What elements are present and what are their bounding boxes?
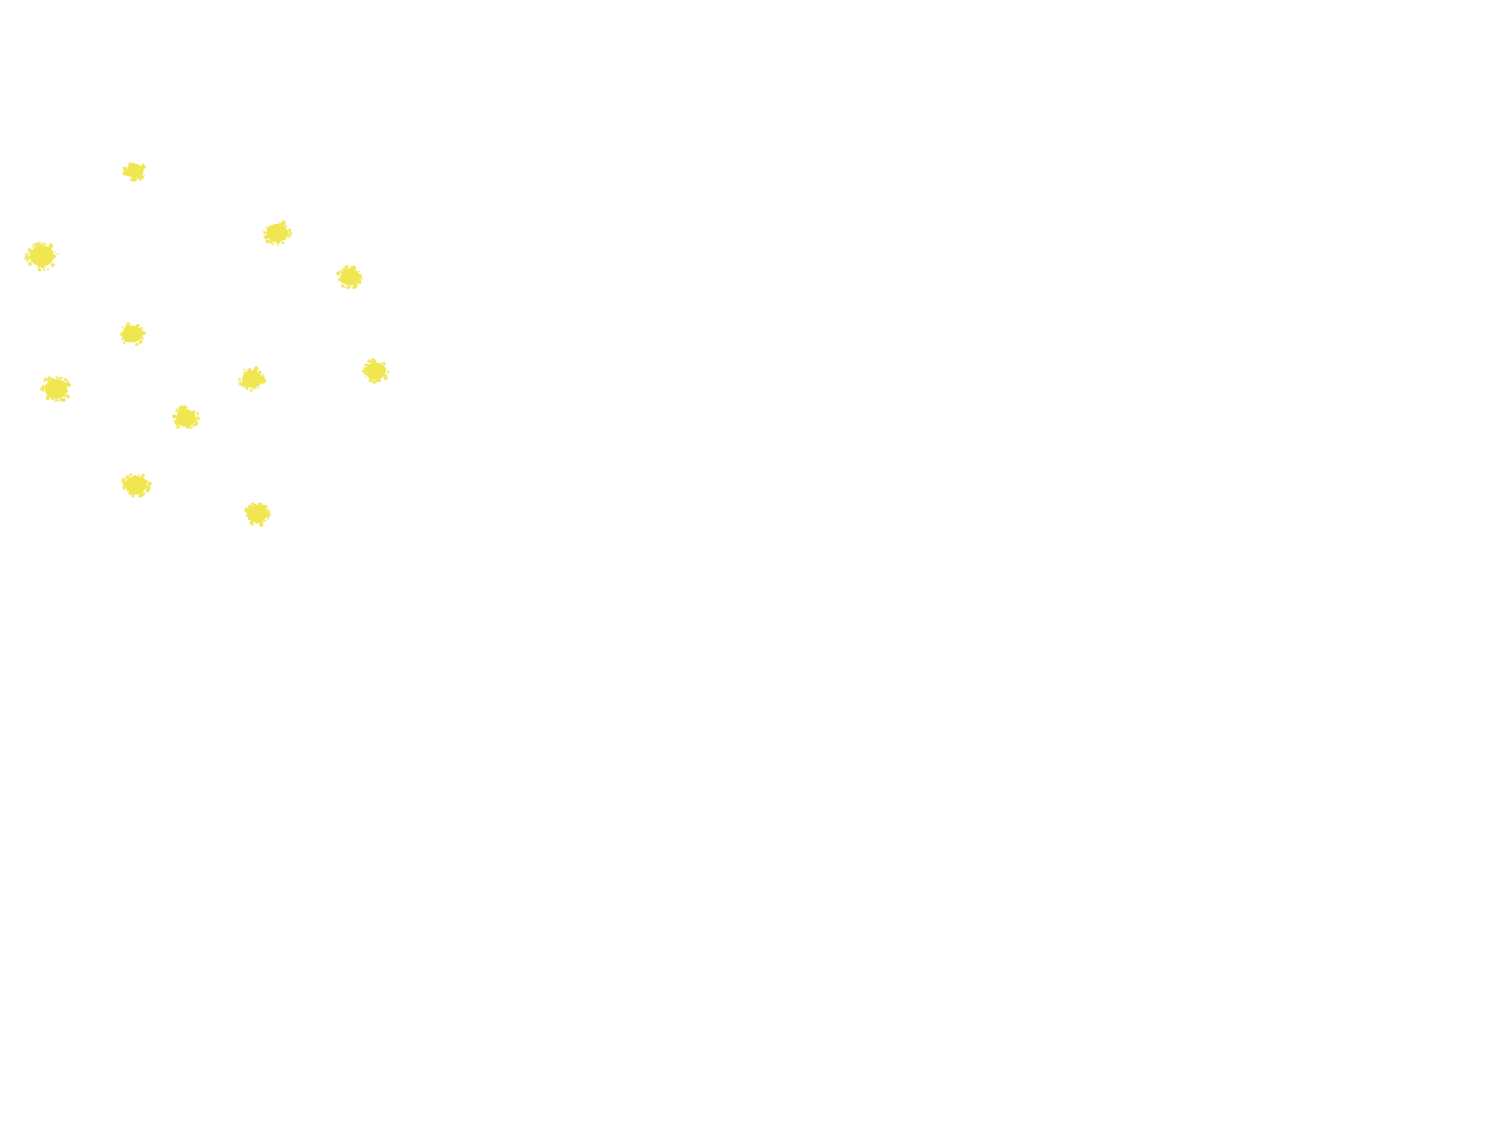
yellow-blob (122, 162, 146, 182)
yellow-blob (336, 264, 363, 290)
yellow-blob (244, 502, 272, 527)
yellow-blob (238, 366, 267, 392)
yellow-blob (262, 220, 293, 247)
yellow-blob (24, 241, 59, 272)
yellow-blob (40, 376, 71, 403)
yellow-blob (120, 322, 147, 347)
yellow-blob (171, 405, 201, 429)
yellow-blob (121, 473, 152, 498)
yellow-blob (361, 358, 390, 385)
